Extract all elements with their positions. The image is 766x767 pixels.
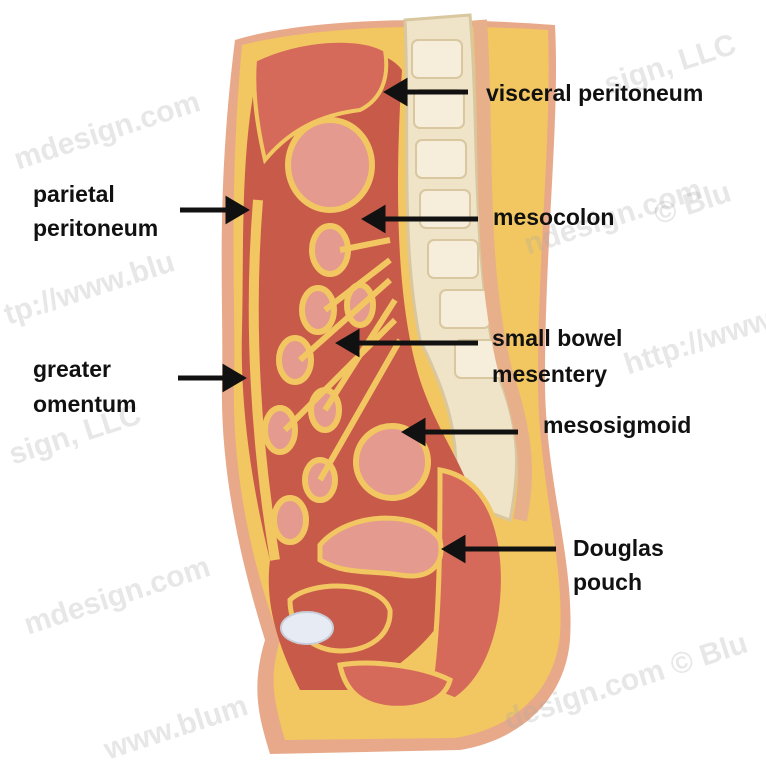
label-douglas-line1: Douglas <box>573 534 664 563</box>
label-douglas-line2: pouch <box>573 568 642 597</box>
label-mesocolon: mesocolon <box>493 203 614 232</box>
label-small-bowel-line1: small bowel <box>492 324 622 353</box>
transverse-colon <box>288 120 372 210</box>
label-greater-omentum-line2: omentum <box>33 390 137 419</box>
label-visceral-peritoneum: visceral peritoneum <box>486 79 703 108</box>
label-parietal-peritoneum-line1: parietal <box>33 180 115 209</box>
label-greater-omentum-line1: greater <box>33 355 111 384</box>
label-mesosigmoid: mesosigmoid <box>543 411 691 440</box>
pubic-bone <box>281 612 333 644</box>
label-small-bowel-line2: mesentery <box>492 360 607 389</box>
label-parietal-peritoneum-line2: peritoneum <box>33 214 158 243</box>
